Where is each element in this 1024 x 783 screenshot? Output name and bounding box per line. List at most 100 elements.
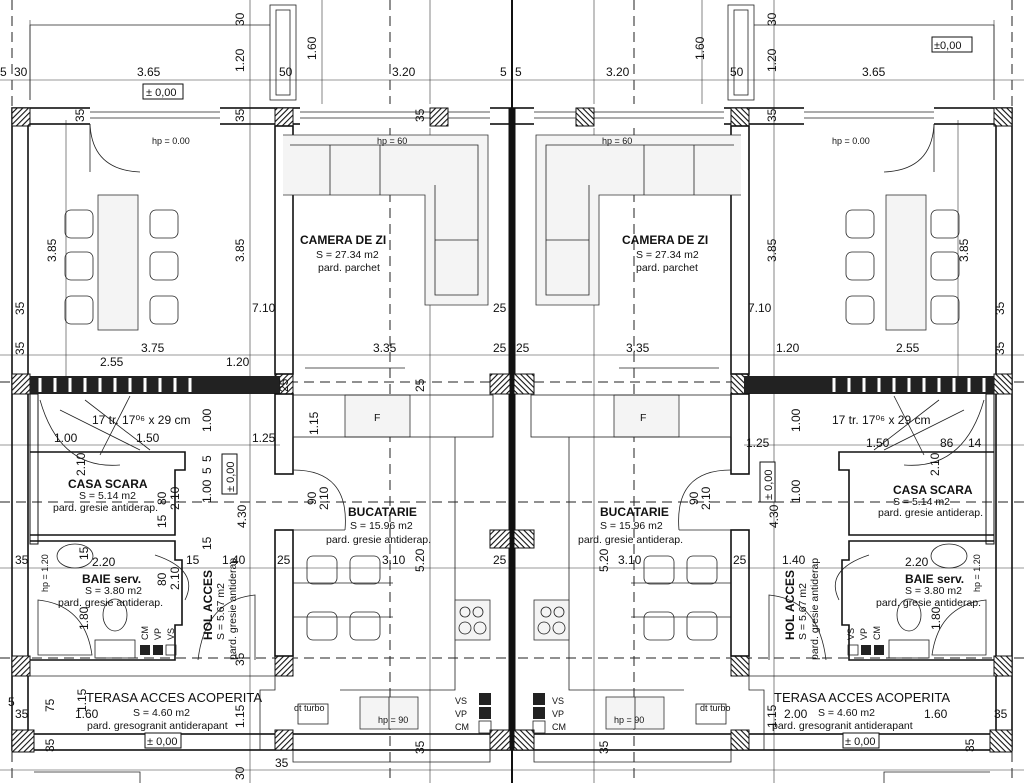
- dim: 35: [993, 301, 1007, 315]
- dim: 2.20: [905, 555, 929, 569]
- dim: 90: [687, 491, 701, 505]
- level-marker-box: [142, 83, 184, 100]
- room-name-living: CAMERA DE ZI: [622, 233, 708, 247]
- dim: 35: [13, 301, 27, 315]
- stair-steps: 17 tr. 17⁰⁶ x 29 cm: [832, 413, 930, 427]
- dim: 1.00: [200, 408, 214, 432]
- dim: 2.10: [699, 486, 713, 510]
- room-name-stair: CASA SCARA: [893, 483, 973, 497]
- dim: 3.85: [233, 238, 247, 262]
- dim: 1.15: [307, 411, 321, 435]
- dim: 15: [186, 553, 200, 567]
- room-floor-stair: pard. gresie antiderap.: [53, 502, 158, 514]
- living-hp: hp = 60: [377, 136, 407, 146]
- dim: 35: [963, 738, 977, 752]
- bath-hp: hp = 1.20: [40, 554, 50, 592]
- dim: 1.60: [693, 36, 707, 60]
- room-name-terrace: TERASA ACCES ACOPERITA: [774, 690, 950, 705]
- dim: 30: [233, 766, 247, 780]
- dim: 75: [43, 698, 57, 712]
- dim: 35: [233, 108, 247, 122]
- dim: 14: [968, 436, 982, 450]
- dim: 1.15: [75, 688, 89, 712]
- dim: 3.65: [137, 65, 161, 79]
- level-marker-box: [144, 732, 182, 749]
- dim: 1.60: [75, 707, 99, 721]
- dim: 15: [155, 514, 169, 528]
- dim: 50: [730, 65, 744, 79]
- dim: 3.85: [45, 238, 59, 262]
- dim: 30: [14, 65, 28, 79]
- dim: 86: [940, 436, 954, 450]
- dim: 1.50: [866, 436, 890, 450]
- room-floor-living: pard. parchet: [318, 262, 380, 274]
- room-floor-terrace: pard. gresogranit antiderapant: [87, 720, 228, 732]
- dim: 50: [279, 65, 293, 79]
- dim: 35: [15, 707, 29, 721]
- dim: 35: [994, 707, 1008, 721]
- room-name-stair: CASA SCARA: [68, 477, 148, 491]
- dim: 7.10: [252, 301, 276, 315]
- dim: 1.00: [200, 479, 214, 503]
- dim: 35: [73, 108, 87, 122]
- dim: 35: [13, 341, 27, 355]
- dim: 1.00: [789, 479, 803, 503]
- room-floor-hall: pard. gresie antiderap: [809, 558, 821, 660]
- dim: 2.20: [92, 555, 116, 569]
- dim: 3.10: [618, 553, 642, 567]
- fixture-label: VP: [552, 709, 564, 719]
- fridge-label: F: [640, 412, 646, 424]
- dim: 1.20: [765, 48, 779, 72]
- room-area-terrace: S = 4.60 m2: [133, 707, 190, 719]
- dim: 1.00: [789, 408, 803, 432]
- dim: 30: [765, 12, 779, 26]
- dining-hp: hp = 0.00: [832, 136, 870, 146]
- room-floor-stair: pard. gresie antiderap.: [878, 507, 983, 519]
- dim: 25: [277, 553, 291, 567]
- dim: 25: [733, 553, 747, 567]
- dim: 35: [993, 341, 1007, 355]
- fixture-label: CM: [552, 722, 566, 732]
- dim: 2.00: [784, 707, 808, 721]
- stair-steps: 17 tr. 17⁰⁶ x 29 cm: [92, 413, 190, 427]
- fixture-label: CM: [872, 626, 882, 640]
- dim: 2.10: [168, 566, 182, 590]
- dim: 35: [597, 740, 611, 754]
- room-name-living: CAMERA DE ZI: [300, 233, 386, 247]
- fixture-label: VP: [153, 628, 163, 640]
- fixture-label: VS: [166, 628, 176, 640]
- dim: 15: [200, 536, 214, 550]
- dim: 35: [15, 553, 29, 567]
- dim: 25: [493, 301, 507, 315]
- dim: 2.10: [74, 452, 88, 476]
- dim: 1.25: [746, 436, 770, 450]
- dim: 25: [516, 341, 530, 355]
- dim: 4.30: [235, 504, 249, 528]
- fridge-label: F: [374, 412, 380, 424]
- level-marker: ± 0,00: [146, 87, 177, 99]
- room-floor-terrace: pard. gresogranit antiderapant: [772, 720, 913, 732]
- dim: 1.80: [929, 606, 943, 630]
- dim: 35: [275, 756, 289, 770]
- room-floor-kitchen: pard. gresie antiderap.: [326, 534, 431, 546]
- dim: 5.20: [413, 548, 427, 572]
- level-marker: ± 0,00: [147, 736, 178, 748]
- fixture-label: VS: [552, 696, 564, 706]
- dim: 1.15: [765, 704, 779, 728]
- dim: 3.85: [957, 238, 971, 262]
- dim: 3.20: [606, 65, 630, 79]
- room-area-stair: S = 5.14 m2: [893, 496, 950, 508]
- level-marker: ± 0,00: [763, 469, 775, 500]
- room-name-kitchen: BUCATARIE: [348, 505, 417, 519]
- room-name-hall: HOL ACCES: [783, 570, 797, 640]
- dim: 5: [200, 467, 214, 474]
- dim: 1.60: [924, 707, 948, 721]
- sink-hp: hp = 90: [614, 715, 644, 725]
- fixture-label: VS: [846, 628, 856, 640]
- level-marker: ± 0,00: [845, 736, 876, 748]
- dim: 1.60: [305, 36, 319, 60]
- room-floor-living: pard. parchet: [636, 262, 698, 274]
- room-floor-kitchen: pard. gresie antiderap.: [578, 534, 683, 546]
- fixture-label: CM: [140, 626, 150, 640]
- sink-hp: hp = 90: [378, 715, 408, 725]
